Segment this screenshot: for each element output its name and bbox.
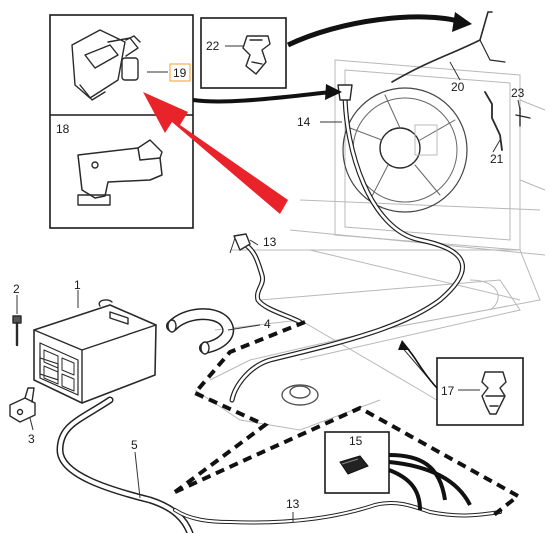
red-pointer-arrow: [143, 92, 288, 214]
purge-valve-icon: [71, 29, 141, 101]
hose-14: [229, 84, 465, 403]
detail-outline-b: [174, 405, 522, 520]
callout-20: 20: [451, 80, 465, 94]
highlight-callout-box: [169, 63, 191, 82]
callout-21: 21: [490, 152, 504, 166]
hose-5: [56, 396, 194, 533]
clip-15-icon: [339, 455, 369, 475]
callout-2: 2: [13, 282, 20, 296]
callout-23: 23: [511, 86, 525, 100]
callout-13-upper: 13: [263, 235, 277, 249]
charcoal-canister: [33, 299, 157, 404]
clip-17-icon: [481, 371, 507, 415]
pointer-arrows: [192, 12, 472, 511]
callout-1: 1: [74, 278, 81, 292]
hose-13-lower: [173, 501, 502, 525]
detail-box-clip-15: [324, 431, 390, 494]
callout-19: 19: [173, 66, 187, 80]
detail-box-clip-22: [200, 17, 287, 89]
bracket-21: [484, 91, 503, 151]
callout-18: 18: [56, 122, 70, 136]
callout-22: 22: [206, 39, 220, 53]
hose-clip-icon: [242, 35, 271, 75]
mounting-bracket-icon: [77, 139, 163, 206]
hose-4: [166, 308, 235, 355]
bolt-2: [12, 315, 22, 347]
hose-13-upper: [233, 233, 303, 325]
bracket-3: [9, 387, 36, 423]
line-20: [391, 11, 506, 83]
detail-box-clip-17: [436, 357, 524, 426]
callout-3: 3: [28, 432, 35, 446]
callout-17: 17: [441, 384, 455, 398]
callout-15: 15: [349, 434, 363, 448]
callout-5: 5: [131, 438, 138, 452]
detail-outline-a: [173, 320, 306, 494]
bolt-23: [515, 107, 531, 127]
radiator-fan-assembly: [289, 59, 546, 301]
callout-14: 14: [297, 115, 311, 129]
callout-4: 4: [264, 317, 271, 331]
callout-labels: 1 2 3 4 5 13 13 14 15 17 18 19 20 21 22 …: [13, 39, 525, 511]
callout-13-lower: 13: [286, 497, 300, 511]
